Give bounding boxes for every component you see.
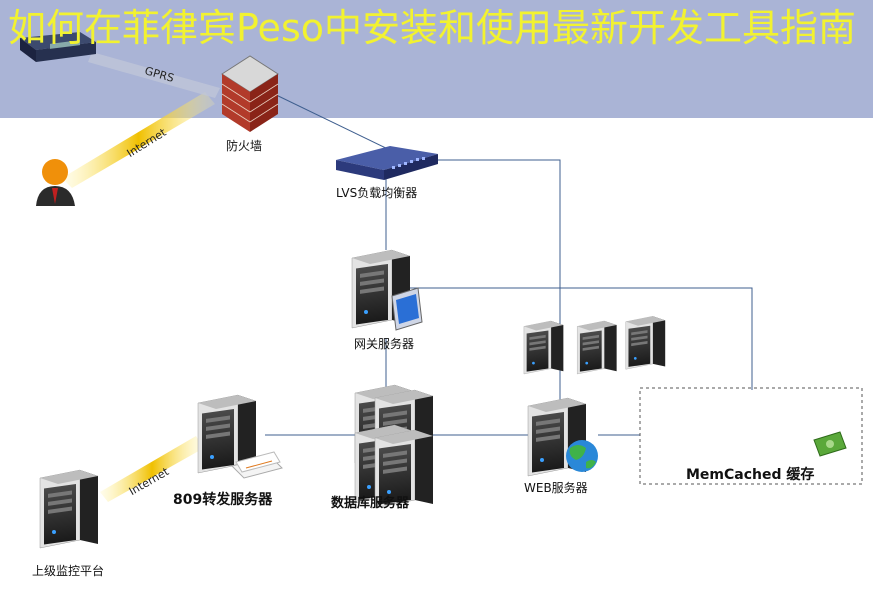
- link-lines: [265, 91, 753, 436]
- upper-platform-server-icon: [39, 469, 99, 549]
- upper-platform-label: 上级监控平台: [32, 564, 105, 578]
- document-stack-icon: [231, 451, 283, 479]
- firewall-label: 防火墙: [226, 139, 263, 153]
- memcached-server-2-icon: [576, 320, 617, 375]
- firewall-icon: [221, 55, 279, 132]
- money-icon: [813, 431, 847, 457]
- web-server-label: WEB服务器: [524, 481, 588, 495]
- memcached-server-3-icon: [625, 315, 666, 370]
- lvs-switch-icon: [336, 146, 438, 180]
- link-lvs-web: [436, 159, 561, 400]
- link-firewall-lvs: [269, 91, 391, 151]
- page-title: 如何在菲律宾Peso中安装和使用最新开发工具指南: [8, 6, 856, 50]
- memcached-label: MemCached 缓存: [686, 467, 815, 483]
- gateway-label: 网关服务器: [354, 337, 415, 351]
- gateway-monitor-icon: [391, 287, 423, 331]
- memcached-server-1-icon: [523, 320, 564, 375]
- link-gateway-memcached: [410, 287, 753, 390]
- memcached-group-box: [639, 387, 863, 485]
- lvs-label: LVS负载均衡器: [336, 186, 418, 200]
- forward-server-label: 809转发服务器: [173, 492, 273, 508]
- gprs-device-icon: [20, 32, 96, 62]
- internet-beam-top: [62, 92, 215, 188]
- globe-icon: [566, 440, 598, 472]
- database-label: 数据库服务器: [331, 496, 410, 511]
- user-icon: [36, 159, 75, 206]
- gprs-beam: [88, 52, 220, 98]
- title-banner: [0, 0, 873, 118]
- internet-beam-bottom: [100, 436, 204, 502]
